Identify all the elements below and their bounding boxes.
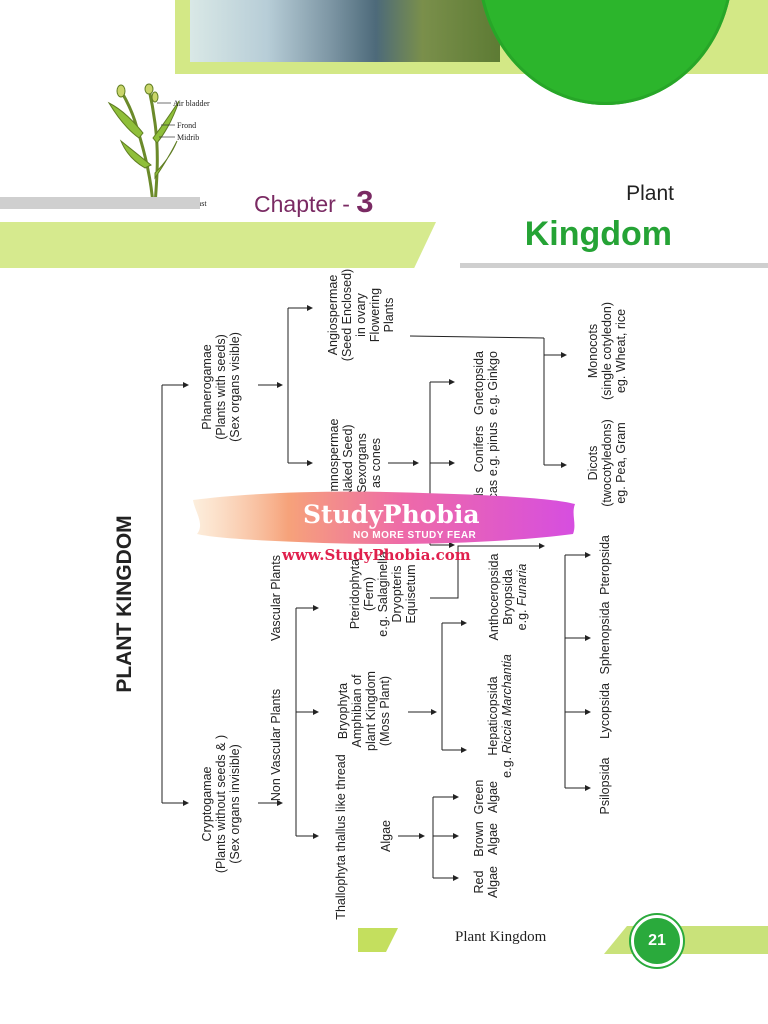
node-conifers: Conifers e.g. pinus bbox=[472, 422, 500, 476]
node-lycopsida: Lycopsida bbox=[598, 683, 612, 739]
node-phanerogamae: Phanerogamae (Plants with seeds) (Sex or… bbox=[200, 332, 242, 442]
air-bladder-label: Air bladder bbox=[173, 99, 210, 108]
bryophyta-desc-1: Amphibian of bbox=[350, 674, 364, 748]
angiospermae-name: Angiospermae bbox=[326, 274, 340, 356]
node-psilopsida: Psilopsida bbox=[598, 757, 612, 815]
footer-label: Plant Kingdom bbox=[455, 929, 547, 945]
label-vascular-plants: Vascular Plants bbox=[269, 555, 283, 641]
gnetopsida-name: Gnetopsida bbox=[472, 351, 486, 415]
bryophyta-name: Bryophyta bbox=[336, 682, 350, 740]
anthoceropsida-example: e.g. Funaria bbox=[515, 563, 529, 631]
node-algae: Algae bbox=[379, 820, 393, 852]
cryptogamae-desc-1: (Plants without seeds & ) bbox=[214, 734, 228, 874]
bryophyta-desc-3: (Moss Plant) bbox=[378, 675, 392, 747]
angiospermae-desc-4: Plants bbox=[382, 297, 396, 333]
node-cryptogamae: Cryptogamae (Plants without seeds & ) (S… bbox=[200, 735, 242, 873]
chapter-number: 3 bbox=[356, 184, 374, 219]
anthoceropsida-name: Anthoceropsida bbox=[487, 553, 501, 641]
label-non-vascular-plants: Non Vascular Plants bbox=[269, 688, 283, 802]
bryopsida-name: Bryopsida bbox=[501, 569, 515, 625]
gnetopsida-example: e.g. Ginkgo bbox=[486, 351, 500, 415]
angiospermae-desc-2: in ovary bbox=[354, 293, 368, 337]
pteridophyta-desc-2: e.g. Salaginella bbox=[376, 551, 390, 637]
watermark-brush-stroke bbox=[193, 491, 575, 544]
dicots-name: Dicots bbox=[586, 445, 600, 481]
node-hepaticopsida: Hepaticopsida e.g. Riccia Marchantia bbox=[486, 654, 514, 778]
node-gnetopsida: Gnetopsida e.g. Ginkgo bbox=[472, 351, 500, 415]
frond-label: Frond bbox=[177, 121, 196, 130]
dicots-desc-2: eg. Pea, Gram bbox=[614, 422, 628, 504]
midrib-label: Midrib bbox=[177, 133, 199, 142]
monocots-name: Monocots bbox=[586, 323, 600, 379]
phanerogamae-desc-1: (Plants with seeds) bbox=[214, 334, 228, 440]
node-thallophyta: Thallophyta thallus like thread bbox=[334, 754, 348, 920]
hepaticopsida-name: Hepaticopsida bbox=[486, 676, 500, 756]
monocots-desc-1: (single cotyledon) bbox=[600, 302, 614, 400]
angiospermae-desc-1: (Seed Enclosed) bbox=[340, 268, 354, 362]
chapter-green-bar bbox=[0, 222, 436, 268]
red-algae-line-2: Algae bbox=[486, 866, 500, 898]
title-kingdom: Kingdom bbox=[524, 215, 672, 253]
node-brown-algae: Brown Algae bbox=[472, 821, 500, 856]
dicots-desc-1: (twocotyledons) bbox=[600, 419, 614, 507]
node-bryophyta: Bryophyta Amphibian of plant Kingdom (Mo… bbox=[336, 671, 392, 751]
hepaticopsida-example: e.g. Riccia Marchantia bbox=[500, 654, 514, 778]
node-angiospermae: Angiospermae (Seed Enclosed) in ovary Fl… bbox=[326, 269, 396, 361]
watermark-tagline: NO MORE STUDY FEAR bbox=[353, 530, 477, 541]
footer-right-band bbox=[604, 926, 768, 954]
green-algae-line-2: Algae bbox=[486, 781, 500, 813]
page-number: 21 bbox=[631, 915, 683, 967]
conifers-name: Conifers bbox=[472, 425, 486, 473]
header-photo-strip bbox=[190, 0, 500, 62]
angiospermae-desc-3: Flowering bbox=[368, 287, 382, 343]
monocots-desc-2: eg. Wheat, rice bbox=[614, 308, 628, 394]
title-underline bbox=[460, 263, 768, 268]
node-green-algae: Green Algae bbox=[472, 780, 500, 815]
brown-algae-line-2: Algae bbox=[486, 823, 500, 855]
chapter-prefix: Chapter - bbox=[254, 191, 350, 217]
watermark-name: StudyPhobia bbox=[303, 500, 480, 529]
pteridophyta-desc-4: Equisetum bbox=[404, 564, 418, 624]
node-pteropsida: Pteropsida bbox=[598, 535, 612, 595]
node-sphenopsida: Sphenopsida bbox=[598, 601, 612, 675]
cryptogamae-name: Cryptogamae bbox=[200, 766, 214, 842]
cryptogamae-desc-2: (Sex organs invisible) bbox=[228, 744, 242, 864]
phanerogamae-desc-2: (Sex organs visible) bbox=[228, 332, 242, 442]
bryophyta-desc-2: plant Kingdom bbox=[364, 671, 378, 751]
pteridophyta-desc-1: (Fern) bbox=[362, 576, 376, 612]
pteridophyta-name: Pteridophyta bbox=[348, 558, 362, 630]
node-pteridophyta: Pteridophyta (Fern) e.g. Salaginella Dry… bbox=[348, 551, 418, 636]
red-algae-line-1: Red bbox=[472, 870, 486, 894]
green-algae-line-1: Green bbox=[472, 779, 486, 815]
brown-algae-line-1: Brown bbox=[472, 821, 486, 857]
node-dicots: Dicots (twocotyledons) eg. Pea, Gram bbox=[586, 419, 628, 507]
title-plant: Plant bbox=[626, 182, 674, 205]
chart-title: PLANT KINGDOM bbox=[113, 515, 136, 693]
conifers-example: e.g. pinus bbox=[486, 421, 500, 477]
node-anthoceropsida: Anthoceropsida Bryopsida e.g. Funaria bbox=[487, 554, 529, 641]
node-red-algae: Red Algae bbox=[472, 866, 500, 898]
chapter-label: Chapter - 3 bbox=[254, 184, 374, 220]
chapter-grey-bar bbox=[0, 197, 200, 209]
pteridophyta-desc-3: Dryopteris bbox=[390, 565, 404, 623]
node-monocots: Monocots (single cotyledon) eg. Wheat, r… bbox=[586, 302, 628, 400]
watermark-url: www.StudyPhobia.com bbox=[282, 546, 471, 564]
phanerogamae-name: Phanerogamae bbox=[200, 344, 214, 430]
